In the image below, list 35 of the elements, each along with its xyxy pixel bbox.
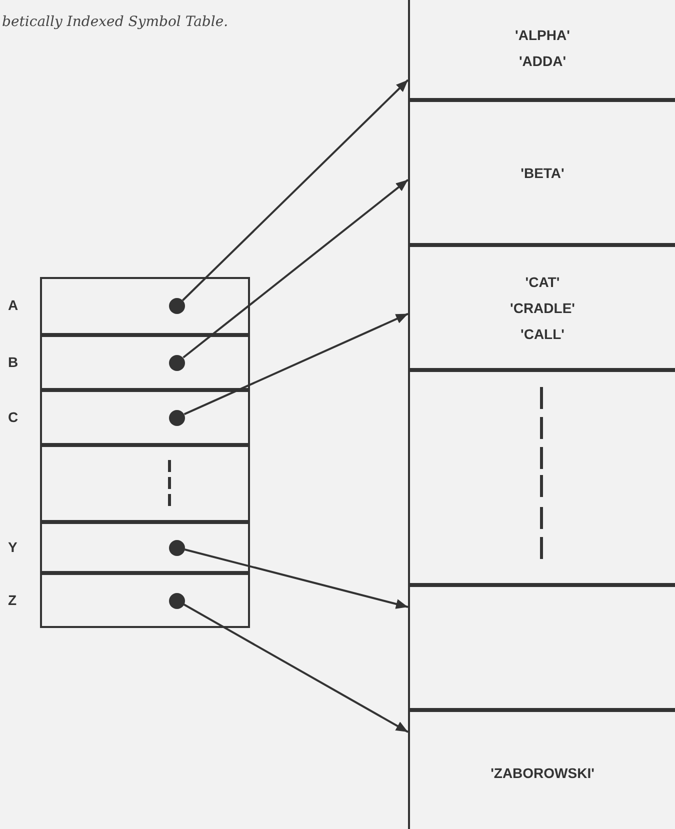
symbol-name: 'CALL' xyxy=(520,324,566,344)
table-cell xyxy=(40,277,250,335)
symbol-name: 'BETA' xyxy=(520,164,566,182)
pointer-dot xyxy=(169,410,185,426)
table-cell xyxy=(40,573,250,628)
table-cell xyxy=(40,445,250,522)
row-letter: C xyxy=(8,408,18,424)
table-cell xyxy=(40,390,250,445)
row-letter: Y xyxy=(8,538,18,554)
arrow xyxy=(184,604,408,733)
arrow xyxy=(182,79,409,302)
figure-title: betically Indexed Symbol Table. xyxy=(2,14,228,30)
symbol-table-entry xyxy=(408,0,675,100)
table-cell xyxy=(408,585,675,710)
table-cell xyxy=(40,522,250,573)
row-letter: A xyxy=(8,297,18,313)
symbol-table-entry xyxy=(408,710,675,829)
pointer-dot xyxy=(169,298,185,314)
arrow xyxy=(184,548,408,609)
symbol-table-entry xyxy=(408,245,675,370)
symbol-name: 'ALPHA' xyxy=(514,26,571,45)
symbol-name: 'CRADLE' xyxy=(509,298,576,318)
table-cell xyxy=(408,370,675,585)
symbol-name: 'ZABOROWSKI' xyxy=(490,764,596,782)
symbol-table-entry xyxy=(408,100,675,245)
pointer-dot xyxy=(169,354,185,370)
arrow xyxy=(184,312,408,416)
arrow xyxy=(182,179,409,358)
row-letter: Z xyxy=(8,592,17,608)
pointer-dot xyxy=(169,540,185,556)
row-letter: B xyxy=(8,354,18,370)
symbol-name: 'CAT' xyxy=(524,272,561,292)
pointer-dot xyxy=(169,592,185,608)
table-cell xyxy=(40,335,250,390)
symbol-name: 'ADDA' xyxy=(518,52,568,71)
